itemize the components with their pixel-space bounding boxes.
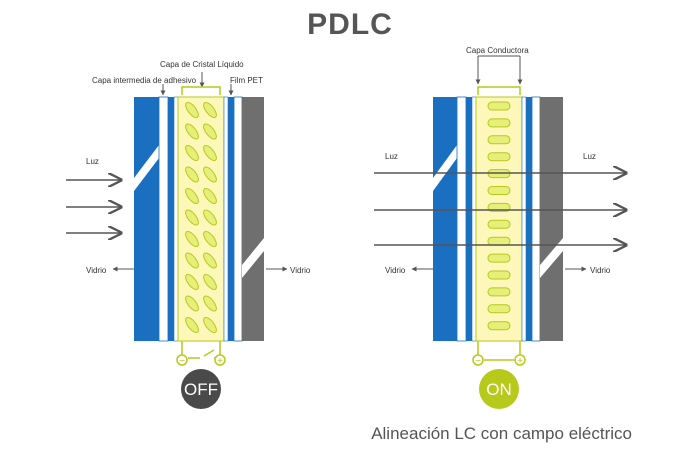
lc-droplet: [185, 166, 199, 183]
open-switch: [188, 349, 216, 359]
caption: Alineación LC con campo eléctrico: [371, 424, 632, 443]
lc-droplet: [185, 209, 199, 226]
minus-terminal-on: [472, 354, 484, 366]
lc-droplet: [203, 230, 217, 248]
lc-droplet-aligned: [487, 152, 511, 162]
lc-droplet: [203, 209, 217, 226]
circuit-leads-off: [181, 341, 221, 356]
lc-droplets-off: [185, 101, 217, 334]
white-strip-left: [173, 96, 179, 342]
off-state-circle: [181, 369, 221, 409]
lc-droplet-aligned: [487, 270, 511, 280]
lc-layer-label: Capa de Cristal Líquido: [160, 60, 244, 69]
off-state-label: OFF: [184, 380, 218, 399]
plus-sign-on: +: [517, 356, 523, 367]
closed-circuit: [477, 341, 521, 361]
white-strip-right-on: [521, 96, 527, 342]
lc-droplet: [185, 144, 199, 162]
lc-bracket-off: [181, 86, 221, 95]
minus-sign-on: −: [475, 356, 481, 367]
lc-droplet: [203, 187, 217, 205]
on-state-label: ON: [486, 380, 512, 399]
lc-bracket-on: [477, 86, 521, 95]
lc-droplet: [203, 295, 217, 312]
plus-sign-off: +: [217, 356, 223, 367]
lc-droplet-aligned: [487, 101, 511, 111]
outer-glass-left: [134, 97, 159, 341]
plus-terminal-off: [214, 354, 226, 366]
lc-droplet: [185, 316, 199, 334]
minus-sign-off: −: [179, 356, 185, 367]
lc-droplet-aligned: [487, 287, 511, 297]
lc-droplet: [185, 187, 199, 205]
outer-glass-right: [433, 97, 457, 341]
off-panel: − + OFF: [66, 72, 288, 409]
adhesive-strip-right-on: [531, 96, 541, 342]
on-panel: − + ON: [374, 55, 626, 409]
adhesive-layer-label: Capa intermedia de adhesivo: [92, 76, 197, 85]
inner-glass-right: [540, 97, 563, 341]
lc-droplet: [185, 101, 199, 119]
lc-droplet-aligned: [487, 321, 511, 331]
lc-droplet-aligned: [487, 118, 511, 128]
lc-droplet-aligned: [487, 304, 511, 314]
page-title: PDLC: [307, 8, 393, 41]
lc-droplet: [185, 123, 199, 140]
lc-droplet: [203, 101, 217, 119]
glass-label-left-outer: Vidrio: [86, 266, 107, 275]
lc-droplet-aligned: [487, 186, 511, 195]
lc-droplet: [203, 144, 217, 162]
lc-droplet-aligned: [487, 236, 511, 246]
light-label-right-in: Luz: [385, 152, 398, 161]
glass-label-right-inner: Vidrio: [590, 266, 611, 275]
on-state-circle: [479, 369, 519, 409]
conductive-film-left: [466, 97, 472, 341]
plus-terminal-on: [514, 354, 526, 366]
lc-droplet: [203, 166, 217, 183]
lc-layer-off: [177, 96, 225, 342]
lc-droplet-aligned: [487, 135, 511, 145]
lc-droplet: [203, 252, 217, 269]
lc-droplet: [203, 316, 217, 334]
lc-droplet: [185, 295, 199, 312]
adhesive-strip-left-on: [456, 96, 467, 342]
glass-label-left-inner: Vidrio: [290, 266, 311, 275]
pet-film-left-1: [168, 97, 174, 341]
light-label-left: Luz: [86, 157, 99, 166]
lc-droplet-aligned: [487, 253, 511, 263]
inner-glass-left: [242, 97, 264, 341]
lc-droplet: [185, 230, 199, 248]
conductive-film-right: [526, 97, 532, 341]
lc-droplet: [185, 252, 199, 269]
pet-film-left-2: [228, 97, 234, 341]
glass-label-right-outer: Vidrio: [385, 266, 406, 275]
white-strip-right: [223, 96, 229, 342]
lc-droplet: [203, 123, 217, 140]
lc-droplet: [185, 273, 199, 291]
lc-droplet-aligned: [487, 219, 511, 229]
white-strip-left-on: [471, 96, 477, 342]
adhesive-strip-left: [158, 96, 169, 342]
lc-droplet: [203, 273, 217, 291]
minus-terminal-off: [176, 354, 188, 366]
light-label-right-out: Luz: [583, 152, 596, 161]
adhesive-strip-right: [233, 96, 243, 342]
pet-film-label: Film PET: [230, 76, 263, 85]
conductive-layer-label: Capa Conductora: [466, 46, 529, 55]
